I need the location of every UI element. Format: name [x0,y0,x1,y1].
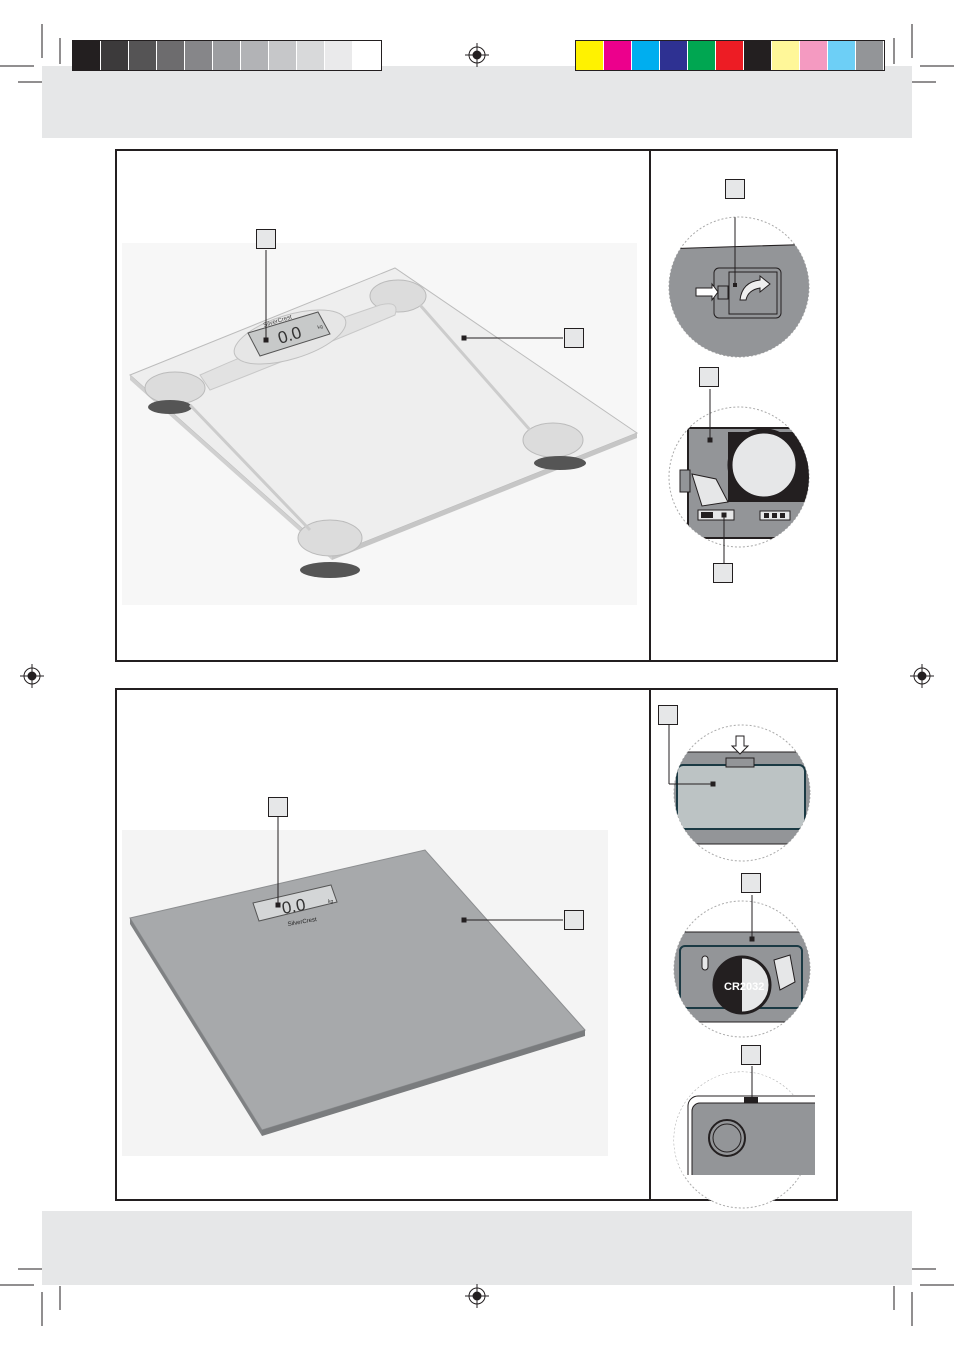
grayscale-swatch [73,41,101,70]
label-box-battery-tab [741,1045,761,1065]
grayscale-swatch [269,41,297,70]
grayscale-swatch [325,41,353,70]
label-box-platform [564,328,584,348]
color-bar [575,40,885,71]
label-box-display [256,229,276,249]
grayscale-swatch [157,41,185,70]
label-box-platform [564,910,584,930]
display-unit: kg [317,324,324,331]
colors-swatch [800,41,828,70]
colors-swatch [772,41,800,70]
battery-label: CR2032 [724,981,764,993]
label-box-battery-compartment [741,873,761,893]
grayscale-swatch [297,41,325,70]
grayscale-swatch [185,41,213,70]
grayscale-swatch [101,41,129,70]
header-band [42,66,912,138]
colors-swatch [576,41,604,70]
brand-logo: SilverCrest [287,917,317,928]
label-box-display [268,797,288,817]
footer-band [42,1211,912,1285]
colors-swatch [744,41,772,70]
label-box-battery-cover [658,705,678,725]
colors-swatch [604,41,632,70]
grayscale-swatch [213,41,241,70]
display-reading: 0.0 [280,895,307,918]
display-unit: kg [328,899,334,905]
label-box-unit-switch [713,563,733,583]
colors-swatch [688,41,716,70]
label-box-battery-compartment [699,367,719,387]
registration-target-icon [20,43,934,1308]
label-box-battery-cover [725,179,745,199]
grayscale-swatch [353,41,381,70]
grayscale-swatch [241,41,269,70]
colors-swatch [856,41,884,70]
panel-divider [649,150,651,660]
colors-swatch [828,41,856,70]
colors-swatch [716,41,744,70]
panel-divider [649,689,651,1199]
colors-swatch [660,41,688,70]
grayscale-swatch [129,41,157,70]
grayscale-bar [72,40,382,71]
colors-swatch [632,41,660,70]
